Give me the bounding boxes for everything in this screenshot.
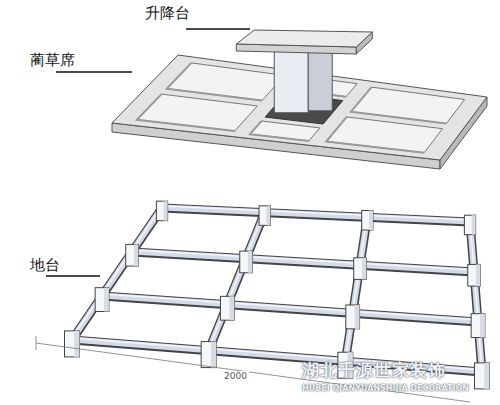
beam	[102, 296, 478, 322]
beam	[162, 208, 470, 222]
support-block	[211, 342, 216, 368]
mat-panel-shadow	[167, 63, 262, 101]
support-block	[369, 211, 373, 231]
mat-panel	[326, 117, 442, 153]
watermark: HUBEI QIANYUANSHIJIA DECORATION	[302, 384, 469, 393]
support-block	[156, 201, 167, 221]
support-block	[471, 314, 485, 338]
mat-panel	[250, 121, 320, 141]
support-block	[240, 251, 253, 273]
support-block	[259, 206, 270, 226]
support-block	[229, 296, 234, 320]
leader-line	[46, 275, 100, 277]
leader-line	[56, 71, 132, 73]
support-block	[354, 258, 367, 280]
beam	[345, 215, 367, 359]
support-block	[65, 331, 80, 357]
beam	[162, 208, 470, 222]
beam	[132, 252, 474, 272]
floor-frame	[65, 201, 490, 389]
support-block	[74, 331, 79, 357]
support-block	[480, 314, 485, 338]
support-block	[472, 215, 476, 235]
support-block	[266, 206, 270, 226]
beam	[102, 294, 478, 320]
beam	[470, 220, 482, 370]
lift-column	[308, 50, 332, 111]
mat-panel	[167, 63, 285, 101]
support-block	[201, 342, 216, 368]
support-block	[104, 288, 109, 312]
dimension-text: 2000	[222, 371, 249, 381]
lift-table	[236, 30, 372, 113]
mat-panel-shadow	[326, 117, 424, 153]
support-block	[126, 244, 139, 266]
beam	[209, 211, 265, 349]
beam	[72, 208, 162, 340]
support-block	[476, 264, 480, 286]
part-label: 升降台	[145, 4, 190, 23]
support-block	[484, 363, 489, 389]
support-block	[362, 258, 366, 280]
support-block	[355, 305, 360, 329]
beam	[102, 296, 478, 322]
support-block	[220, 296, 234, 320]
support-block	[464, 215, 475, 235]
support-block	[362, 211, 373, 231]
beam	[132, 252, 474, 272]
mat-panel-shadow	[137, 94, 235, 131]
support-block	[346, 305, 360, 329]
mat-panel-shadow	[351, 87, 446, 124]
leader-line	[186, 28, 250, 30]
support-block	[164, 201, 168, 221]
part-label: 蔺草席	[30, 51, 75, 70]
beam	[72, 206, 162, 338]
beam	[209, 213, 265, 351]
beam	[72, 208, 162, 340]
watermark: 湖北千源世家装饰	[302, 359, 446, 382]
part-label: 地台	[30, 256, 60, 275]
leader-lines	[46, 29, 250, 276]
beam	[132, 250, 474, 270]
dimension-line	[36, 336, 470, 402]
lift-top	[236, 30, 372, 47]
beam	[162, 206, 470, 220]
support-block	[95, 288, 109, 312]
support-block	[475, 363, 490, 389]
mat-panel	[351, 87, 465, 124]
support-block	[134, 244, 138, 266]
mat-panel-shadow	[250, 121, 309, 141]
lift-column	[274, 50, 308, 113]
support-block	[248, 251, 252, 273]
mat-panel	[137, 94, 257, 131]
support-block	[468, 264, 481, 286]
